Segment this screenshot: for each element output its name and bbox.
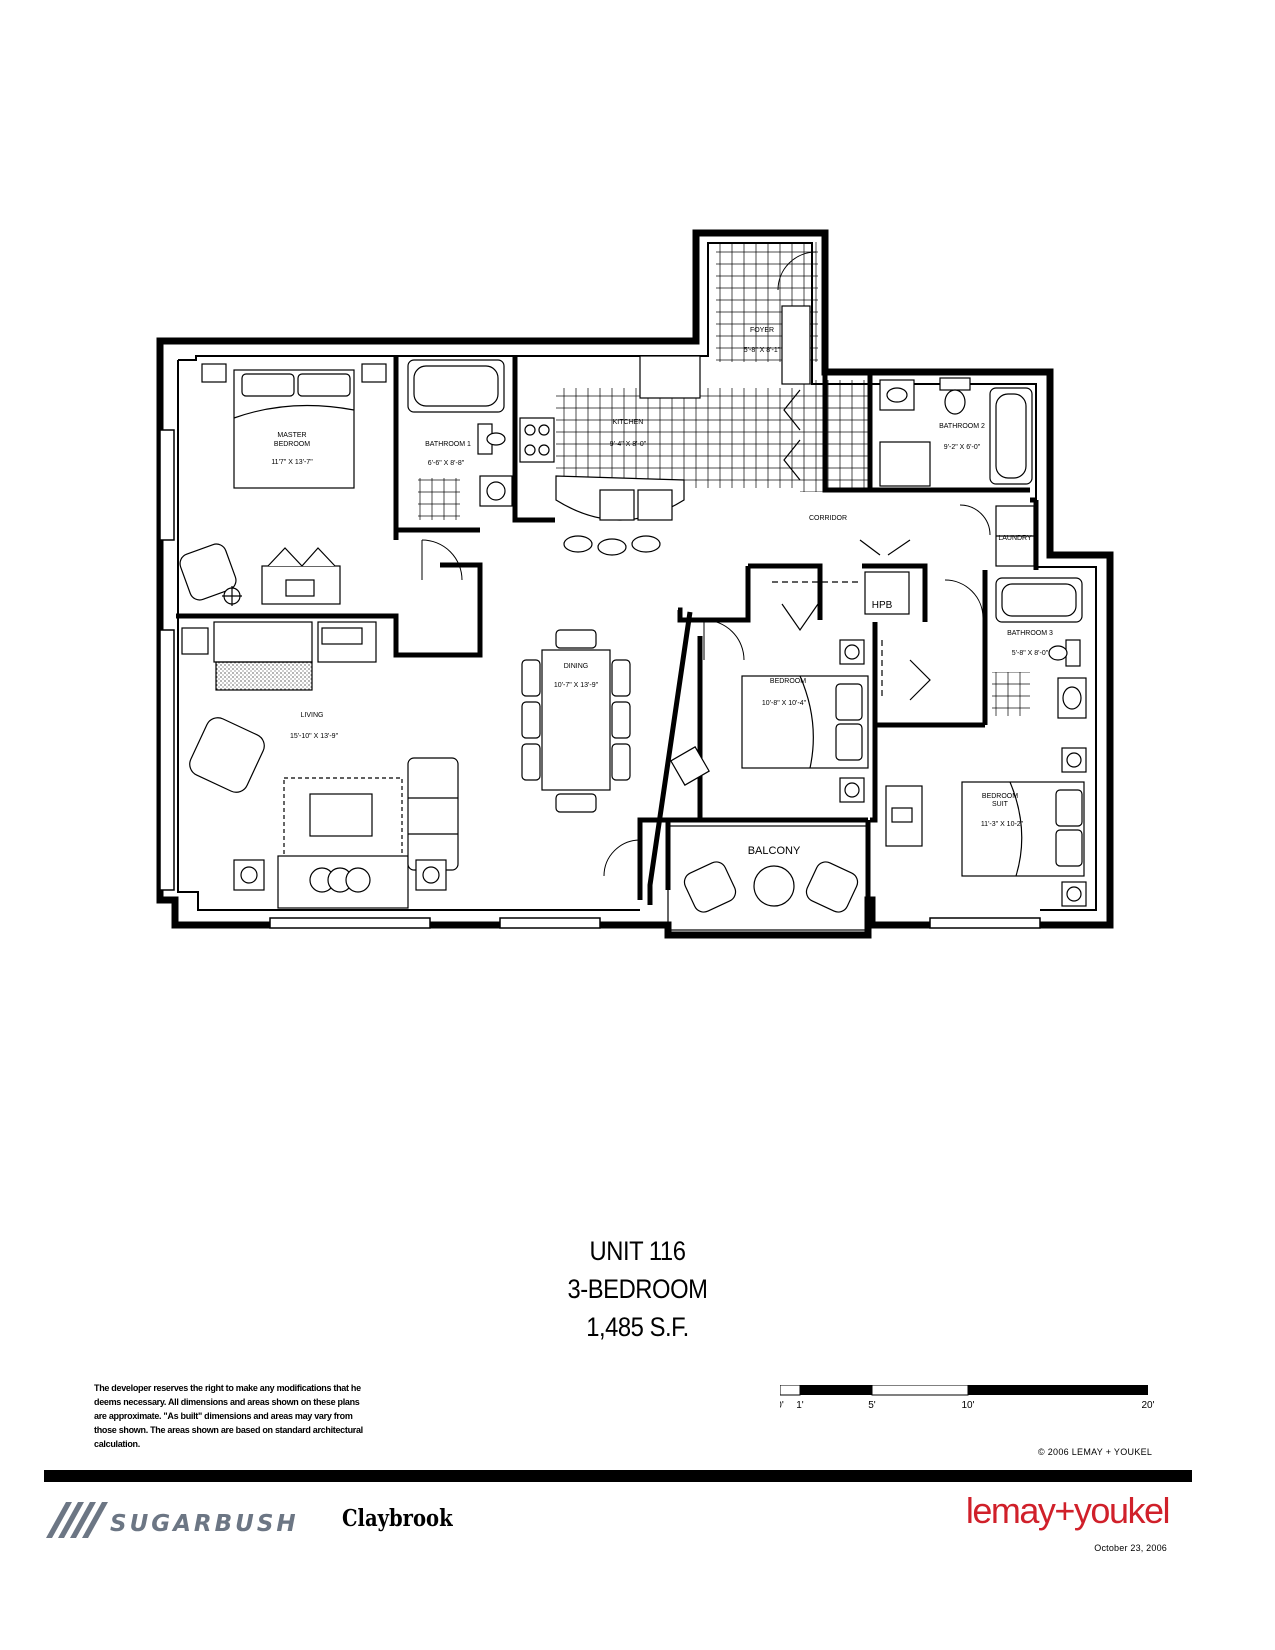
scale-label-10: 10' [961,1400,974,1411]
disclaimer-text: The developer reserves the right to make… [94,1383,363,1449]
bath3-dims: 5'-8" X 8'-0" [1012,650,1049,657]
balcony-name: BALCONY [748,845,801,857]
dining-set [521,629,631,813]
balcony-furniture [667,825,869,931]
living-furniture [189,717,459,909]
bedroom-furniture [670,581,869,803]
brand-logo: lemay+youkel [965,1490,1171,1531]
bedroom-name: BEDROOM [770,678,806,685]
scale-label-5: 5' [868,1400,876,1411]
suite-dims: 11'-3" X 10-2" [981,821,1024,828]
bath1-tile [418,478,460,520]
sugarbush-stripes-icon [46,1502,108,1538]
scale-label-20: 20' [1141,1400,1154,1411]
footer-rule [44,1470,1192,1482]
suite-name-2: SUIT [992,801,1009,808]
bath2-name: BATHROOM 2 [939,423,985,430]
sugarbush-logo: SUGARBUSH [46,1502,299,1538]
laundry-hpb [859,505,1035,615]
living-name: LIVING [301,712,324,719]
interior-walls [176,356,1039,905]
scale-label-0: 0' [780,1400,784,1411]
bath1-fixtures [407,359,513,507]
window-set [159,429,1041,929]
bath3-name: BATHROOM 3 [1007,630,1053,637]
suite-name-1: BEDROOM [982,793,1018,800]
scale-label-1: 1' [796,1400,804,1411]
unit-area: 1,485 S.F. [586,1312,689,1342]
scale-bar: 0' 1' 5' 10' 20' [780,1385,1155,1411]
master-name-2: BEDROOM [274,441,310,448]
kitchen-name: KITCHEN [613,419,644,426]
unit-type: 3-BEDROOM [567,1274,708,1304]
dining-name: DINING [564,663,589,670]
room-labels: FOYER 5'-8" X 8'-1" MASTER BEDROOM 11'7"… [271,327,1053,857]
unit-number: UNIT 116 [589,1236,686,1266]
master-desk [179,543,341,606]
floor-plan: FOYER 5'-8" X 8'-1" MASTER BEDROOM 11'7"… [156,229,1114,939]
foyer-name: FOYER [750,327,774,334]
kitchen-dims: 9'-4" X 8'-0" [610,441,647,448]
bath3-fixtures [995,577,1087,719]
kitchen-tile [556,388,818,488]
living-dims: 15'-10" X 13'-9" [290,733,339,740]
bath2-dims: 9'-2" X 6'-0" [944,444,981,451]
suite-furniture [881,640,1087,907]
bath1-name: BATHROOM 1 [425,441,471,448]
bath3-tile [992,672,1030,716]
exterior-wall [156,229,1114,939]
master-dims: 11'7" X 13'-7" [271,459,313,466]
laundry-name: LAUNDRY [998,535,1032,542]
corridor-tile [800,380,870,492]
kitchen-fixtures [519,355,701,556]
hpb-name: HPB [872,600,893,611]
unit-info: UNIT 116 3-BEDROOM 1,485 S.F. [0,1232,1275,1346]
fireplace [181,621,377,691]
bath1-dims: 6'-6" X 8'-8" [428,460,465,467]
foyer-dims: 5'-8" X 8'-1" [744,347,781,354]
bedroom-dims: 10'-8" X 10'-4" [762,700,807,707]
plan-date: October 23, 2006 [1094,1543,1167,1553]
sugarbush-wordmark: SUGARBUSH [110,1511,299,1537]
door-swings [421,251,991,877]
master-bed [201,363,387,489]
corridor-name: CORRIDOR [809,515,847,522]
project-name: Claybrook [342,1505,453,1532]
copyright-text: © 2006 LEMAY + YOUKEL [1038,1447,1153,1457]
dining-dims: 10'-7" X 13'-9" [554,682,599,689]
master-name-1: MASTER [277,432,306,439]
bath2-fixtures [879,377,1033,487]
foyer-closet [781,305,811,481]
